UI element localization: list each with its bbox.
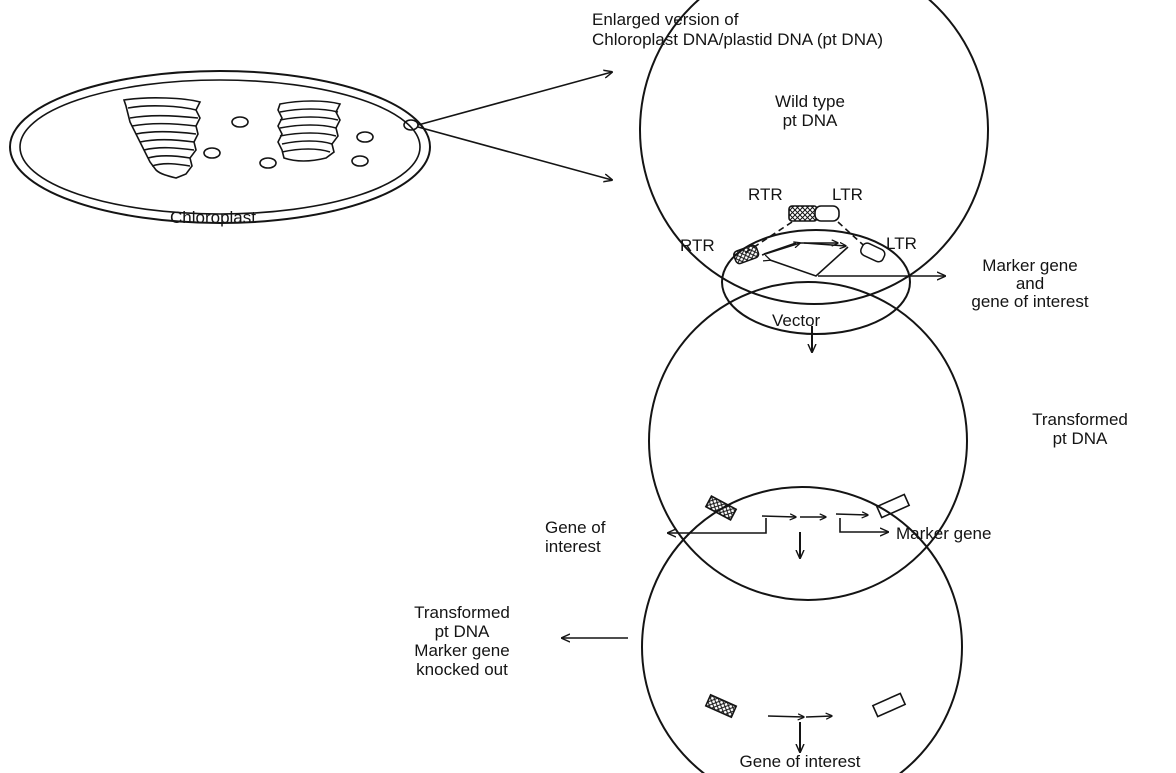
knockout-label-line2: pt DNA — [434, 622, 490, 641]
knockout-pt-dna-circle — [641, 486, 963, 773]
transformed-junction-arrows — [761, 516, 796, 517]
gene-of-interest-label-line1: Gene of — [545, 518, 606, 537]
ltr-top-label: LTR — [832, 185, 863, 204]
knockout-junction-arrow-a — [767, 716, 804, 717]
chloroplast-label: Chloroplast — [170, 208, 256, 227]
gene-of-interest-label-line2: interest — [545, 537, 601, 556]
marker-and-goi-line3: gene of interest — [971, 292, 1089, 311]
rtr-vector-label: RTR — [680, 236, 715, 255]
knockout-junction-arrow-b — [805, 716, 832, 717]
marker-gene-label: Marker gene — [896, 524, 992, 543]
knockout-label-line4: knocked out — [416, 660, 508, 679]
transformed-junction-arrows-3 — [835, 514, 868, 515]
transformed-label-line1: Transformed — [1032, 410, 1128, 429]
enlarged-title-line1: Enlarged version of — [592, 10, 739, 29]
knockout-label-line3: Marker gene — [414, 641, 510, 660]
marker-and-goi-line2: and — [1015, 274, 1045, 293]
granum-stack-right — [277, 100, 342, 162]
vector-circle — [721, 229, 911, 335]
vector-diagram — [721, 229, 945, 335]
marker-and-goi-line1: Marker gene — [982, 256, 1078, 275]
vector-insert-arrow-a — [761, 243, 800, 256]
wild-type-rtr-segment — [788, 205, 818, 222]
wild-type-pt-dna-circle — [639, 0, 989, 305]
chloroplast-outer-membrane — [9, 70, 431, 224]
knockout-goi-segment — [704, 693, 738, 719]
transformed-marker-segment — [875, 493, 911, 519]
pt-dna-dots — [203, 116, 419, 169]
knockout-marker-segment — [871, 692, 907, 718]
vector-inner-v — [770, 246, 849, 277]
marker-pointer — [839, 518, 888, 532]
final-gene-of-interest-label: Gene of interest — [739, 752, 861, 771]
vector-rtr-segment — [733, 244, 760, 265]
enlarge-arrow-lower — [417, 126, 612, 180]
vector-insert-arrow-b — [803, 243, 846, 246]
wild-type-label-line2: pt DNA — [782, 111, 838, 130]
chloroplast-inner-membrane — [19, 79, 421, 215]
chloroplast-diagram — [9, 70, 431, 224]
granum-stack-left — [122, 97, 202, 179]
goi-pointer — [668, 518, 767, 533]
wild-type-ltr-segment — [814, 205, 840, 222]
transformed-pt-dna-circle — [648, 281, 968, 601]
rtr-top-label: RTR — [748, 185, 783, 204]
vector-ltr-segment — [860, 242, 886, 263]
enlarged-title-line2: Chloroplast DNA/plastid DNA (pt DNA) — [592, 30, 883, 49]
ltr-vector-label: LTR — [886, 234, 917, 253]
vector-label: Vector — [772, 311, 821, 330]
enlarge-arrow-upper — [417, 72, 612, 126]
wild-type-label-line1: Wild type — [775, 92, 845, 111]
knockout-label-line1: Transformed — [414, 603, 510, 622]
crossover-line-right — [837, 221, 873, 254]
transformed-label-line2: pt DNA — [1052, 429, 1108, 448]
